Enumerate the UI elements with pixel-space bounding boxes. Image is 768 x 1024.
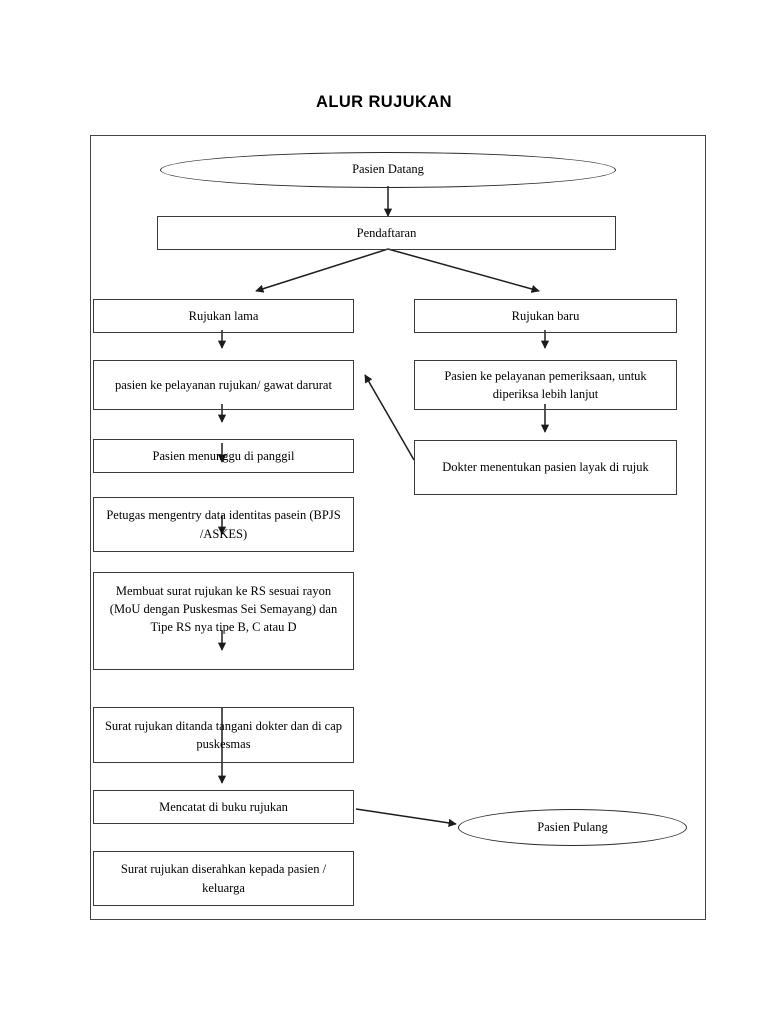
- node-ditanda-tangani-label: Surat rujukan ditanda tangani dokter dan…: [104, 718, 343, 751]
- node-diserahkan-pasien-label: Surat rujukan diserahkan kepada pasien /…: [120, 862, 327, 895]
- node-rujukan-lama[interactable]: Rujukan lama: [93, 299, 354, 333]
- node-pasien-pulang-label: Pasien Pulang: [537, 819, 608, 834]
- node-diserahkan-pasien[interactable]: Surat rujukan diserahkan kepada pasien /…: [93, 851, 354, 906]
- node-pendaftaran-label: Pendaftaran: [356, 225, 417, 240]
- node-pelayanan-pemeriksaan[interactable]: Pasien ke pelayanan pemeriksaan, untuk d…: [414, 360, 677, 410]
- node-membuat-surat-label: Membuat surat rujukan ke RS sesuai rayon…: [109, 584, 338, 635]
- node-menunggu-panggil-label: Pasien menunggu di panggil: [152, 448, 295, 463]
- node-rujukan-lama-label: Rujukan lama: [188, 308, 259, 323]
- node-pendaftaran[interactable]: Pendaftaran: [157, 216, 616, 250]
- node-dokter-menentukan[interactable]: Dokter menentukan pasien layak di rujuk: [414, 440, 677, 495]
- node-menunggu-panggil[interactable]: Pasien menunggu di panggil: [93, 439, 354, 473]
- node-pasien-datang[interactable]: Pasien Datang: [160, 152, 616, 188]
- node-dokter-menentukan-label: Dokter menentukan pasien layak di rujuk: [442, 460, 649, 475]
- node-pasien-pulang[interactable]: Pasien Pulang: [458, 809, 687, 846]
- node-mencatat-buku-label: Mencatat di buku rujukan: [159, 799, 288, 814]
- node-mengentry-data[interactable]: Petugas mengentry data identitas pasein …: [93, 497, 354, 552]
- node-pasien-datang-label: Pasien Datang: [352, 162, 424, 177]
- node-pelayanan-rujukan[interactable]: pasien ke pelayanan rujukan/ gawat darur…: [93, 360, 354, 410]
- page-title: ALUR RUJUKAN: [316, 93, 452, 111]
- node-ditanda-tangani[interactable]: Surat rujukan ditanda tangani dokter dan…: [93, 707, 354, 763]
- node-pelayanan-rujukan-label: pasien ke pelayanan rujukan/ gawat darur…: [115, 377, 332, 392]
- node-pelayanan-pemeriksaan-label: Pasien ke pelayanan pemeriksaan, untuk d…: [444, 368, 647, 401]
- node-rujukan-baru-label: Rujukan baru: [511, 308, 580, 323]
- node-mengentry-data-label: Petugas mengentry data identitas pasein …: [106, 508, 341, 541]
- node-rujukan-baru[interactable]: Rujukan baru: [414, 299, 677, 333]
- diagram-frame: [90, 135, 706, 920]
- node-mencatat-buku[interactable]: Mencatat di buku rujukan: [93, 790, 354, 824]
- node-membuat-surat[interactable]: Membuat surat rujukan ke RS sesuai rayon…: [93, 572, 354, 670]
